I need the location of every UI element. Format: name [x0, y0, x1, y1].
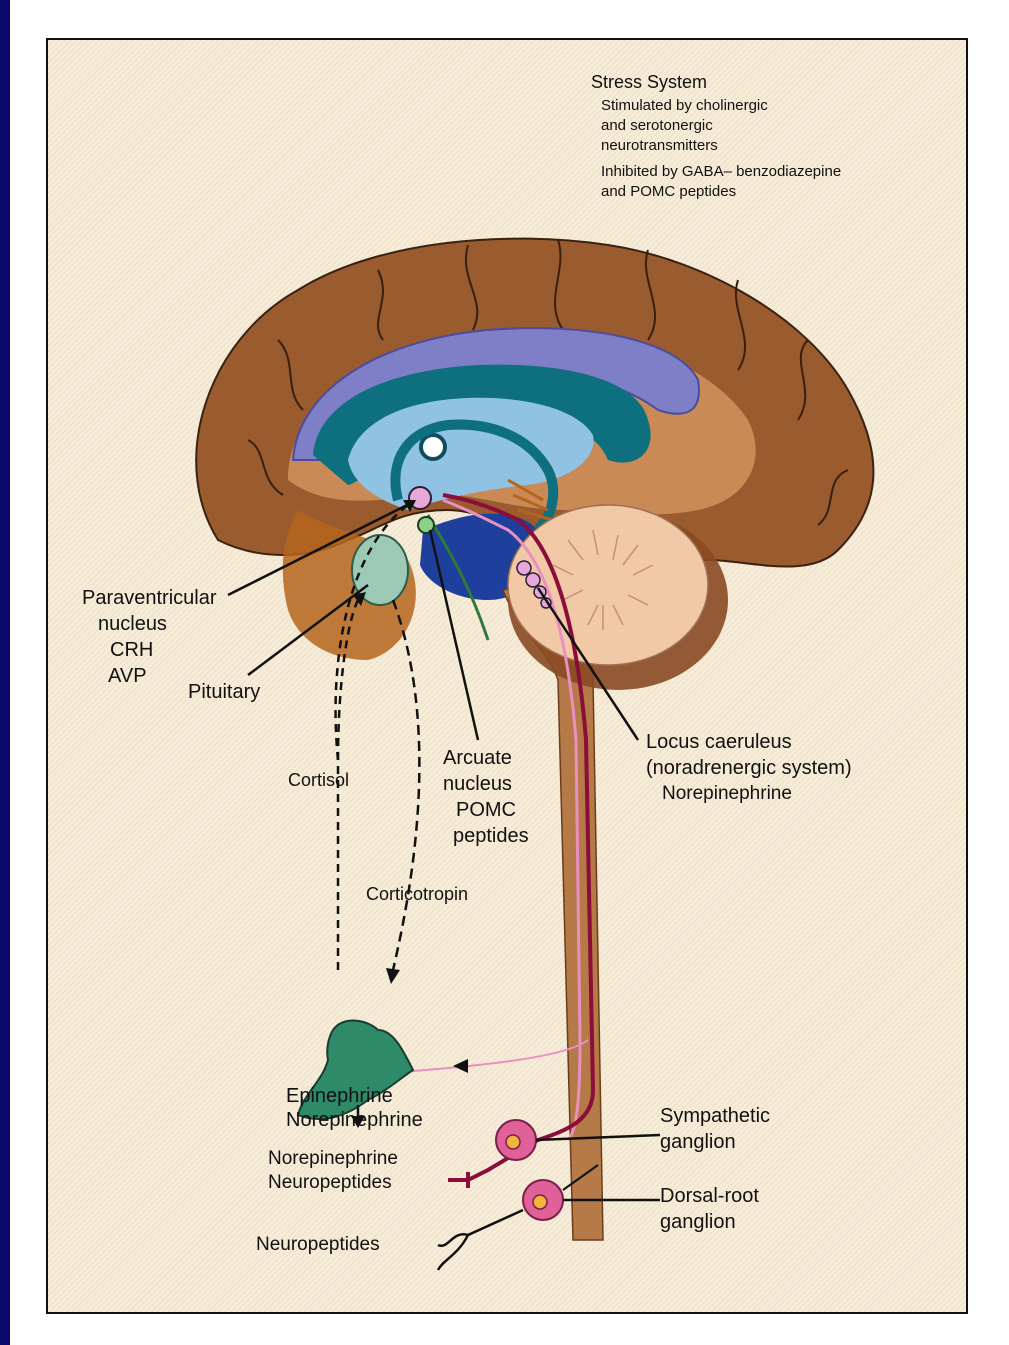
- label-paraventricular: Paraventricular: [82, 586, 217, 610]
- stress-system-title: Stress System: [591, 70, 707, 94]
- label-sympathetic: Sympathetic: [660, 1104, 770, 1128]
- label-sympathetic-norepinephrine: Norepinephrine: [268, 1147, 398, 1171]
- dorsal-root-ganglion-core: [533, 1195, 547, 1209]
- label-pomc: POMC: [456, 798, 516, 822]
- sympathetic-ganglion-core: [506, 1135, 520, 1149]
- norepinephrine-terminal: [448, 1172, 468, 1188]
- label-pituitary: Pituitary: [188, 680, 260, 704]
- third-ventricle: [421, 435, 445, 459]
- label-epinephrine: Epinephrine: [286, 1084, 393, 1108]
- neuropeptide-fiber: [438, 1210, 523, 1270]
- arcuate-nucleus-dot: [418, 517, 434, 533]
- adrenal-input-arrow: [453, 1059, 468, 1073]
- label-noradrenergic-system: (noradrenergic system): [646, 756, 852, 780]
- stress-line-serotonergic: and serotonergic: [601, 116, 713, 135]
- label-corticotropin: Corticotropin: [366, 882, 468, 906]
- label-arcuate-nucleus: nucleus: [443, 772, 512, 796]
- label-avp: AVP: [108, 664, 147, 688]
- brain-illustration: [48, 40, 970, 1316]
- label-dorsal-root-ganglion: ganglion: [660, 1210, 736, 1234]
- label-peptides: peptides: [453, 824, 529, 848]
- label-cortisol: Cortisol: [288, 768, 349, 792]
- stress-line-inhibited: Inhibited by GABA– benzodiazepine: [601, 162, 841, 181]
- label-paraventricular-nucleus: nucleus: [98, 612, 167, 636]
- diagram-panel: Stress System Stimulated by cholinergic …: [46, 38, 968, 1314]
- corticotropin-arrow: [393, 600, 419, 970]
- label-neuropeptides: Neuropeptides: [256, 1233, 380, 1257]
- label-crh: CRH: [110, 638, 153, 662]
- stress-line-stimulated: Stimulated by cholinergic: [601, 96, 768, 115]
- stress-line-pomc: and POMC peptides: [601, 182, 736, 201]
- label-sympathetic-neuropeptides: Neuropeptides: [268, 1171, 392, 1195]
- label-adrenal-norepinephrine: Norepinephrine: [286, 1108, 423, 1132]
- stress-line-neurotransmitters: neurotransmitters: [601, 136, 718, 155]
- label-arcuate: Arcuate: [443, 746, 512, 770]
- label-locus-caeruleus: Locus caeruleus: [646, 730, 792, 754]
- label-dorsal-root: Dorsal-root: [660, 1184, 759, 1208]
- label-sympathetic-ganglion: ganglion: [660, 1130, 736, 1154]
- label-locus-norepinephrine: Norepinephrine: [662, 782, 792, 806]
